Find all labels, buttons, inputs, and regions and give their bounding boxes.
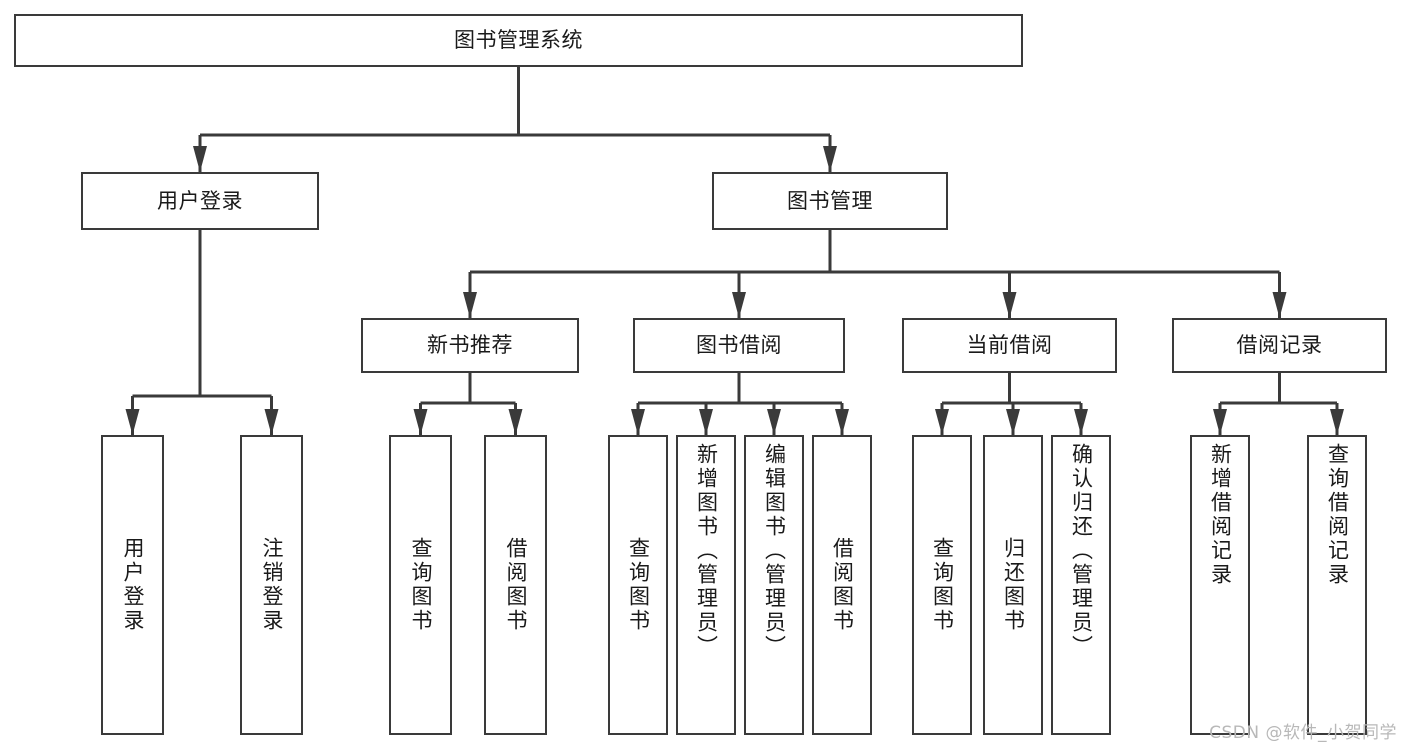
node-leaf-add-book-admin[interactable]: 新增图书（管理员） xyxy=(676,435,736,735)
node-user-login[interactable]: 用户登录 xyxy=(81,172,319,230)
node-current-borrow[interactable]: 当前借阅 xyxy=(902,318,1117,373)
arrow-head xyxy=(413,409,428,435)
node-label: 查询借阅记录 xyxy=(1325,443,1350,587)
node-label: 借阅记录 xyxy=(1236,333,1323,358)
arrow-head xyxy=(935,409,949,435)
node-label: 用户登录 xyxy=(157,188,243,213)
arrow-head xyxy=(1074,409,1088,435)
node-label: 归还图书 xyxy=(1001,537,1026,633)
node-leaf-return-book[interactable]: 归还图书 xyxy=(983,435,1043,735)
arrow-head xyxy=(264,409,279,435)
node-label: 确认归还（管理员） xyxy=(1069,443,1094,659)
node-label: 查询图书 xyxy=(626,537,651,633)
arrow-head xyxy=(508,409,523,435)
arrow-head xyxy=(1213,409,1227,435)
arrow-head xyxy=(125,409,140,435)
node-leaf-borrow-book-2[interactable]: 借阅图书 xyxy=(812,435,872,735)
node-root[interactable]: 图书管理系统 xyxy=(14,14,1023,67)
node-label: 新增图书（管理员） xyxy=(694,443,719,659)
arrow-head xyxy=(835,409,849,435)
node-label: 图书管理 xyxy=(787,188,873,213)
node-label: 借阅图书 xyxy=(504,537,528,633)
node-label: 图书管理系统 xyxy=(454,28,583,53)
arrow-head xyxy=(1330,409,1344,435)
node-leaf-query-record[interactable]: 查询借阅记录 xyxy=(1307,435,1367,735)
node-label: 当前借阅 xyxy=(966,333,1053,358)
node-leaf-query-book-2[interactable]: 查询图书 xyxy=(608,435,668,735)
node-label: 借阅图书 xyxy=(830,537,855,633)
node-leaf-query-book-3[interactable]: 查询图书 xyxy=(912,435,972,735)
node-book-manage[interactable]: 图书管理 xyxy=(712,172,948,230)
node-borrow-record[interactable]: 借阅记录 xyxy=(1172,318,1387,373)
node-leaf-query-book-1[interactable]: 查询图书 xyxy=(389,435,452,735)
node-new-book-rec[interactable]: 新书推荐 xyxy=(361,318,579,373)
node-label: 注销登录 xyxy=(260,537,284,633)
arrow-head xyxy=(631,409,645,435)
node-leaf-user-login[interactable]: 用户登录 xyxy=(101,435,164,735)
arrow-head xyxy=(1272,292,1287,318)
node-leaf-add-record[interactable]: 新增借阅记录 xyxy=(1190,435,1250,735)
arrow-head xyxy=(767,409,781,435)
arrow-head xyxy=(732,292,746,318)
node-label: 用户登录 xyxy=(121,537,145,633)
node-label: 新书推荐 xyxy=(427,333,513,358)
node-label: 查询图书 xyxy=(930,537,955,633)
node-label: 编辑图书（管理员） xyxy=(762,443,787,659)
node-label: 查询图书 xyxy=(409,537,433,633)
node-label: 图书借阅 xyxy=(696,333,782,358)
arrow-head xyxy=(1002,292,1017,318)
node-leaf-confirm-return-admin[interactable]: 确认归还（管理员） xyxy=(1051,435,1111,735)
node-label: 新增借阅记录 xyxy=(1208,443,1233,587)
node-leaf-borrow-book-1[interactable]: 借阅图书 xyxy=(484,435,547,735)
arrow-head xyxy=(193,146,207,172)
arrow-head xyxy=(1006,409,1020,435)
node-leaf-edit-book-admin[interactable]: 编辑图书（管理员） xyxy=(744,435,804,735)
arrow-head xyxy=(699,409,713,435)
arrow-head xyxy=(823,146,837,172)
node-book-borrow[interactable]: 图书借阅 xyxy=(633,318,845,373)
arrow-head xyxy=(463,292,477,318)
node-leaf-logout[interactable]: 注销登录 xyxy=(240,435,303,735)
